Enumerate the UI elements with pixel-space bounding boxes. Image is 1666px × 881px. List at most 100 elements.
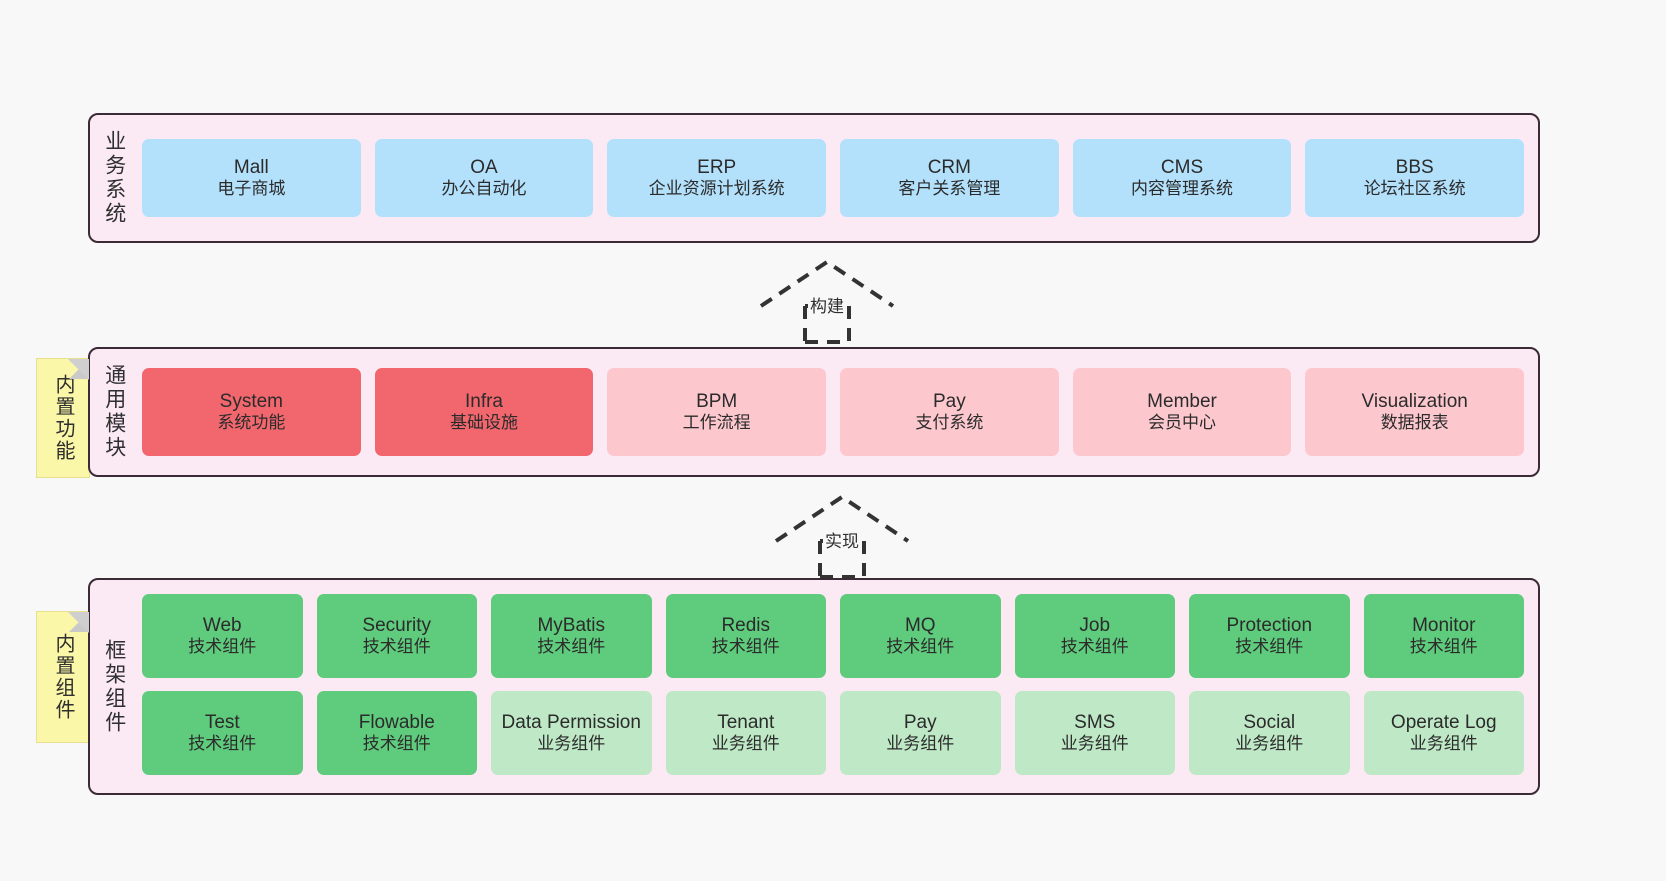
card-subtitle: 业务组件 bbox=[1060, 734, 1129, 754]
card-title: Security bbox=[362, 615, 432, 637]
card-redis[interactable]: Redis 技术组件 bbox=[665, 594, 826, 678]
card-title: CRM bbox=[927, 157, 971, 179]
generalization-arrowhead bbox=[774, 494, 910, 543]
card-title: Pay bbox=[903, 712, 937, 734]
card-tenant[interactable]: Tenant 业务组件 bbox=[665, 691, 826, 775]
card-subtitle: 技术组件 bbox=[711, 637, 780, 657]
layer-label-business-system: 业务系统 bbox=[102, 130, 126, 226]
card-subtitle: 技术组件 bbox=[537, 637, 606, 657]
card-web[interactable]: Web 技术组件 bbox=[142, 594, 303, 678]
card-protection[interactable]: Protection 技术组件 bbox=[1189, 594, 1350, 678]
layer-body-business-system: Mall 电子商城 OA 办公自动化 ERP 企业资源计划系统 CRM 客户关系… bbox=[138, 115, 1538, 241]
card-title: MyBatis bbox=[537, 615, 606, 637]
card-title: Mall bbox=[233, 157, 269, 179]
card-title: BBS bbox=[1395, 157, 1434, 179]
card-infra[interactable]: Infra 基础设施 bbox=[374, 368, 594, 456]
card-test[interactable]: Test 技术组件 bbox=[142, 691, 303, 775]
card-title: ERP bbox=[697, 157, 737, 179]
card-bpm[interactable]: BPM 工作流程 bbox=[607, 368, 827, 456]
card-title: OA bbox=[470, 157, 498, 179]
card-title: Pay bbox=[932, 391, 966, 413]
card-social[interactable]: Social 业务组件 bbox=[1189, 691, 1350, 775]
card-visualization[interactable]: Visualization 数据报表 bbox=[1305, 368, 1525, 456]
card-title: BPM bbox=[696, 391, 738, 413]
card-subtitle: 业务组件 bbox=[1409, 734, 1478, 754]
card-subtitle: 技术组件 bbox=[362, 637, 431, 657]
card-subtitle: 电子商城 bbox=[217, 179, 286, 199]
card-subtitle: 系统功能 bbox=[217, 413, 286, 433]
card-subtitle: 支付系统 bbox=[915, 413, 984, 433]
layer-business-system: 业务系统 Mall 电子商城 OA 办公自动化 ERP 企业资源计划系统 CRM… bbox=[88, 113, 1540, 243]
card-subtitle: 技术组件 bbox=[1060, 637, 1129, 657]
card-subtitle: 基础设施 bbox=[450, 413, 518, 433]
card-subtitle: 技术组件 bbox=[362, 734, 431, 754]
card-subtitle: 技术组件 bbox=[886, 637, 955, 657]
card-title: Infra bbox=[464, 391, 504, 413]
card-pay-module[interactable]: Pay 支付系统 bbox=[840, 368, 1059, 456]
layer-label-framework-components: 框架组件 bbox=[102, 638, 126, 735]
layer-body-common-modules: System 系统功能 Infra 基础设施 BPM 工作流程 Pay 支付系统… bbox=[138, 349, 1538, 475]
card-mq[interactable]: MQ 技术组件 bbox=[840, 594, 1001, 678]
card-mybatis[interactable]: MyBatis 技术组件 bbox=[491, 594, 652, 678]
card-title: Operate Log bbox=[1390, 712, 1497, 734]
card-subtitle: 会员中心 bbox=[1148, 413, 1217, 433]
card-security[interactable]: Security 技术组件 bbox=[316, 594, 477, 678]
card-subtitle: 业务组件 bbox=[886, 734, 955, 754]
card-title: Social bbox=[1243, 712, 1296, 734]
card-erp[interactable]: ERP 企业资源计划系统 bbox=[607, 139, 827, 217]
framework-row-business: Test 技术组件 Flowable 技术组件 Data Permission … bbox=[142, 691, 1524, 775]
card-title: Redis bbox=[721, 615, 771, 637]
card-subtitle: 内容管理系统 bbox=[1131, 179, 1234, 199]
card-title: Web bbox=[202, 615, 242, 637]
card-title: Visualization bbox=[1361, 391, 1468, 413]
card-subtitle: 技术组件 bbox=[1235, 637, 1304, 657]
card-title: System bbox=[219, 391, 284, 413]
connector-build-label: 构建 bbox=[808, 292, 846, 317]
card-title: Protection bbox=[1226, 615, 1313, 637]
card-operate-log[interactable]: Operate Log 业务组件 bbox=[1363, 691, 1524, 775]
card-cms[interactable]: CMS 内容管理系统 bbox=[1072, 139, 1292, 217]
card-title: Test bbox=[204, 712, 240, 734]
sticky-fold-corner bbox=[68, 359, 89, 380]
card-subtitle: 业务组件 bbox=[537, 734, 606, 754]
card-flowable[interactable]: Flowable 技术组件 bbox=[316, 691, 477, 775]
card-system[interactable]: System 系统功能 bbox=[142, 368, 361, 456]
card-crm[interactable]: CRM 客户关系管理 bbox=[840, 139, 1059, 217]
card-subtitle: 业务组件 bbox=[1235, 734, 1304, 754]
connector-implement-label: 实现 bbox=[823, 527, 861, 552]
card-title: Flowable bbox=[358, 712, 435, 734]
card-subtitle: 技术组件 bbox=[188, 637, 257, 657]
card-mall[interactable]: Mall 电子商城 bbox=[142, 139, 361, 217]
card-pay-component[interactable]: Pay 业务组件 bbox=[840, 691, 1001, 775]
generalization-arrowhead bbox=[759, 259, 895, 308]
card-title: Monitor bbox=[1412, 615, 1476, 637]
card-title: Tenant bbox=[717, 712, 775, 734]
card-title: Job bbox=[1079, 615, 1111, 637]
card-monitor[interactable]: Monitor 技术组件 bbox=[1363, 594, 1524, 678]
framework-row-technical: Web 技术组件 Security 技术组件 MyBatis 技术组件 Redi… bbox=[142, 594, 1524, 678]
card-job[interactable]: Job 技术组件 bbox=[1014, 594, 1175, 678]
card-subtitle: 论坛社区系统 bbox=[1363, 179, 1466, 199]
sticky-note-builtin-functions: 内置功能 bbox=[36, 358, 90, 478]
card-member[interactable]: Member 会员中心 bbox=[1072, 368, 1292, 456]
card-title: Member bbox=[1147, 391, 1217, 413]
card-subtitle: 办公自动化 bbox=[441, 179, 527, 199]
connector-implement: 实现 bbox=[772, 493, 912, 579]
card-sms[interactable]: SMS 业务组件 bbox=[1014, 691, 1175, 775]
card-subtitle: 客户关系管理 bbox=[898, 179, 1001, 199]
card-title: MQ bbox=[904, 615, 936, 637]
layer-framework-components: 框架组件 Web 技术组件 Security 技术组件 MyBatis 技术组件… bbox=[88, 578, 1540, 795]
card-bbs[interactable]: BBS 论坛社区系统 bbox=[1305, 139, 1525, 217]
card-title: Data Permission bbox=[501, 712, 641, 734]
card-data-permission[interactable]: Data Permission 业务组件 bbox=[491, 691, 652, 775]
card-subtitle: 业务组件 bbox=[711, 734, 780, 754]
card-subtitle: 技术组件 bbox=[1409, 637, 1478, 657]
card-title: SMS bbox=[1074, 712, 1116, 734]
sticky-fold-corner bbox=[68, 612, 89, 633]
connector-build: 构建 bbox=[757, 258, 897, 344]
card-oa[interactable]: OA 办公自动化 bbox=[374, 139, 594, 217]
card-title: CMS bbox=[1160, 157, 1204, 179]
layer-body-framework-components: Web 技术组件 Security 技术组件 MyBatis 技术组件 Redi… bbox=[138, 580, 1538, 793]
layer-common-modules: 通用模块 System 系统功能 Infra 基础设施 BPM 工作流程 Pay… bbox=[88, 347, 1540, 477]
